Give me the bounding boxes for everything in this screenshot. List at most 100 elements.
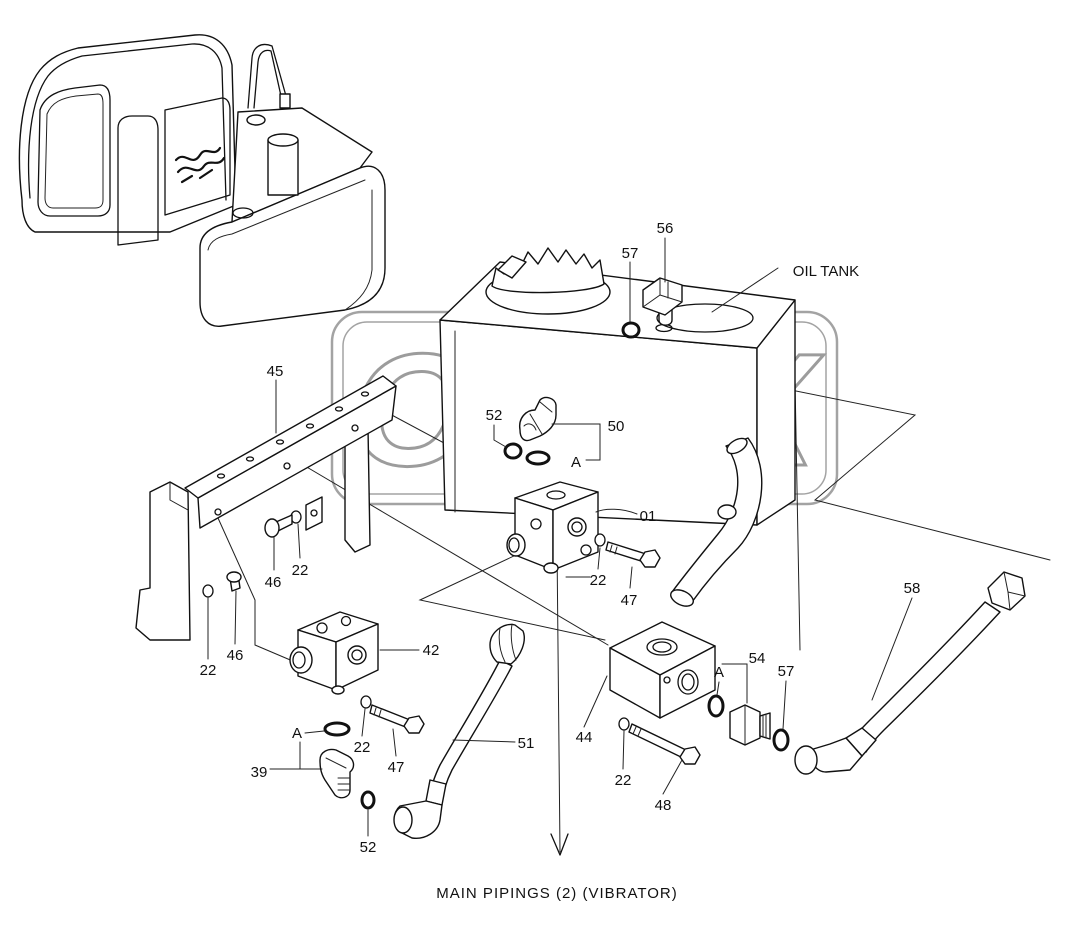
leader-57-right <box>782 680 787 730</box>
fitting-54-edges <box>744 704 767 746</box>
block-44-side-port <box>677 669 699 695</box>
callout-51: 51 <box>518 735 535 752</box>
callout-52: 52 <box>360 839 377 856</box>
callout-48: 48 <box>655 797 672 814</box>
fitting-56-edges <box>642 277 683 308</box>
arrow-head <box>550 833 569 856</box>
bracket-web-hole <box>214 508 222 516</box>
washer <box>594 533 606 547</box>
hose-51-tube <box>427 659 513 804</box>
callout-57: 57 <box>622 245 639 262</box>
hose-58-upper-nut-edges <box>1003 571 1026 611</box>
fitting-39 <box>319 748 355 799</box>
cab-side-window <box>164 97 231 216</box>
callout-46: 46 <box>227 647 244 664</box>
assembly-line-bracket-to-block <box>282 452 609 646</box>
filler-cap-handle <box>497 255 527 279</box>
hose-51-upper-nut-edges <box>498 623 517 663</box>
valve-42-front-boss-inner <box>292 651 306 669</box>
bolt-threads <box>373 544 642 737</box>
block-44 <box>609 621 716 719</box>
valve-42-top-port <box>340 615 352 627</box>
cab-front-window <box>37 84 111 217</box>
cab-door-window <box>117 115 159 246</box>
leader-44 <box>583 675 608 728</box>
assembly-line-bracket-to-valve-42 <box>217 517 296 663</box>
small-oil-tank <box>267 139 299 196</box>
leader-39 <box>269 741 323 770</box>
o-ring-57-top <box>621 321 641 339</box>
callout-22: 22 <box>292 562 309 579</box>
leader-47-lower <box>392 728 397 757</box>
fitting-50 <box>519 396 557 442</box>
leader-22-valve <box>565 547 601 578</box>
bracket-web-hole <box>351 424 359 432</box>
leader-lines <box>207 237 913 837</box>
valve-01 <box>506 481 599 574</box>
oil-tank <box>439 247 796 607</box>
washer <box>618 717 630 731</box>
bolt-46-lower-head <box>226 571 242 583</box>
callout-22: 22 <box>615 772 632 789</box>
leader-54 <box>721 663 748 704</box>
valve-42 <box>289 611 379 695</box>
bracket-hole <box>360 391 370 397</box>
fitting-56 <box>642 277 683 326</box>
o-ring-57-right <box>772 728 790 752</box>
bracket-hole <box>334 406 344 412</box>
leader-01 <box>595 508 638 515</box>
bracket-hole <box>216 473 226 479</box>
leader-50 <box>551 423 601 461</box>
leader-a-left <box>304 730 325 734</box>
bolt-47-lower-head <box>403 715 425 734</box>
callout-58: 58 <box>904 580 921 597</box>
valve-01-front-boss-inner <box>508 537 520 553</box>
o-ring-52-bottom <box>360 790 376 810</box>
o-ring-a-right <box>707 694 725 718</box>
fitting-39-body <box>319 748 355 799</box>
tank-side-port <box>717 504 737 520</box>
callout-39: 39 <box>251 764 268 781</box>
leader-a-right <box>716 681 720 696</box>
leader-58 <box>871 597 913 701</box>
valve-42-top-port <box>316 622 328 634</box>
diagram-caption: MAIN PIPINGS (2) (VIBRATOR) <box>436 885 677 902</box>
callout-46: 46 <box>265 574 282 591</box>
cab-frame-inner <box>27 43 227 201</box>
valve-42-right-port-inner <box>351 649 363 661</box>
counterweight <box>199 165 386 327</box>
leader-52-mid <box>493 424 507 448</box>
callout-52: 52 <box>486 407 503 424</box>
washers <box>202 510 630 731</box>
cab-shell <box>18 34 237 233</box>
callout-56: 56 <box>657 220 674 237</box>
valve-01-lower-port <box>580 544 592 556</box>
callout-57: 57 <box>778 663 795 680</box>
bolt-48-head <box>679 746 701 765</box>
callout-45: 45 <box>267 363 284 380</box>
leader-46-lower <box>234 590 237 645</box>
handrail <box>247 43 287 109</box>
leader-22-lower <box>361 708 366 737</box>
assembly-line-zigzag-left <box>418 539 606 641</box>
valve-01-right-port <box>567 517 587 537</box>
callout-labels: 56 57 OIL TANK 45 52 50 A 01 46 22 22 47… <box>200 220 921 856</box>
valve-01-top-port <box>546 490 566 500</box>
washer <box>360 695 372 709</box>
valve-42-right-port <box>347 645 367 665</box>
valve-01-front-port <box>530 518 542 530</box>
leader-48 <box>662 759 683 795</box>
suction-pipe-end <box>670 589 694 607</box>
hose-51 <box>393 623 525 839</box>
bolt-47-upper-head <box>639 549 661 568</box>
callout-54: 54 <box>749 650 766 667</box>
leader-oil-tank <box>711 267 779 313</box>
filter-element <box>279 93 291 109</box>
valve-42-bottom-boss <box>331 685 345 695</box>
leader-22-upper <box>297 523 301 559</box>
block-44-side-port-inner <box>681 673 695 691</box>
deck-hole <box>232 207 254 219</box>
block-44-top-port-inner <box>652 641 672 653</box>
hose-58-lower-nut <box>794 745 818 775</box>
leader-22-block <box>622 730 625 770</box>
